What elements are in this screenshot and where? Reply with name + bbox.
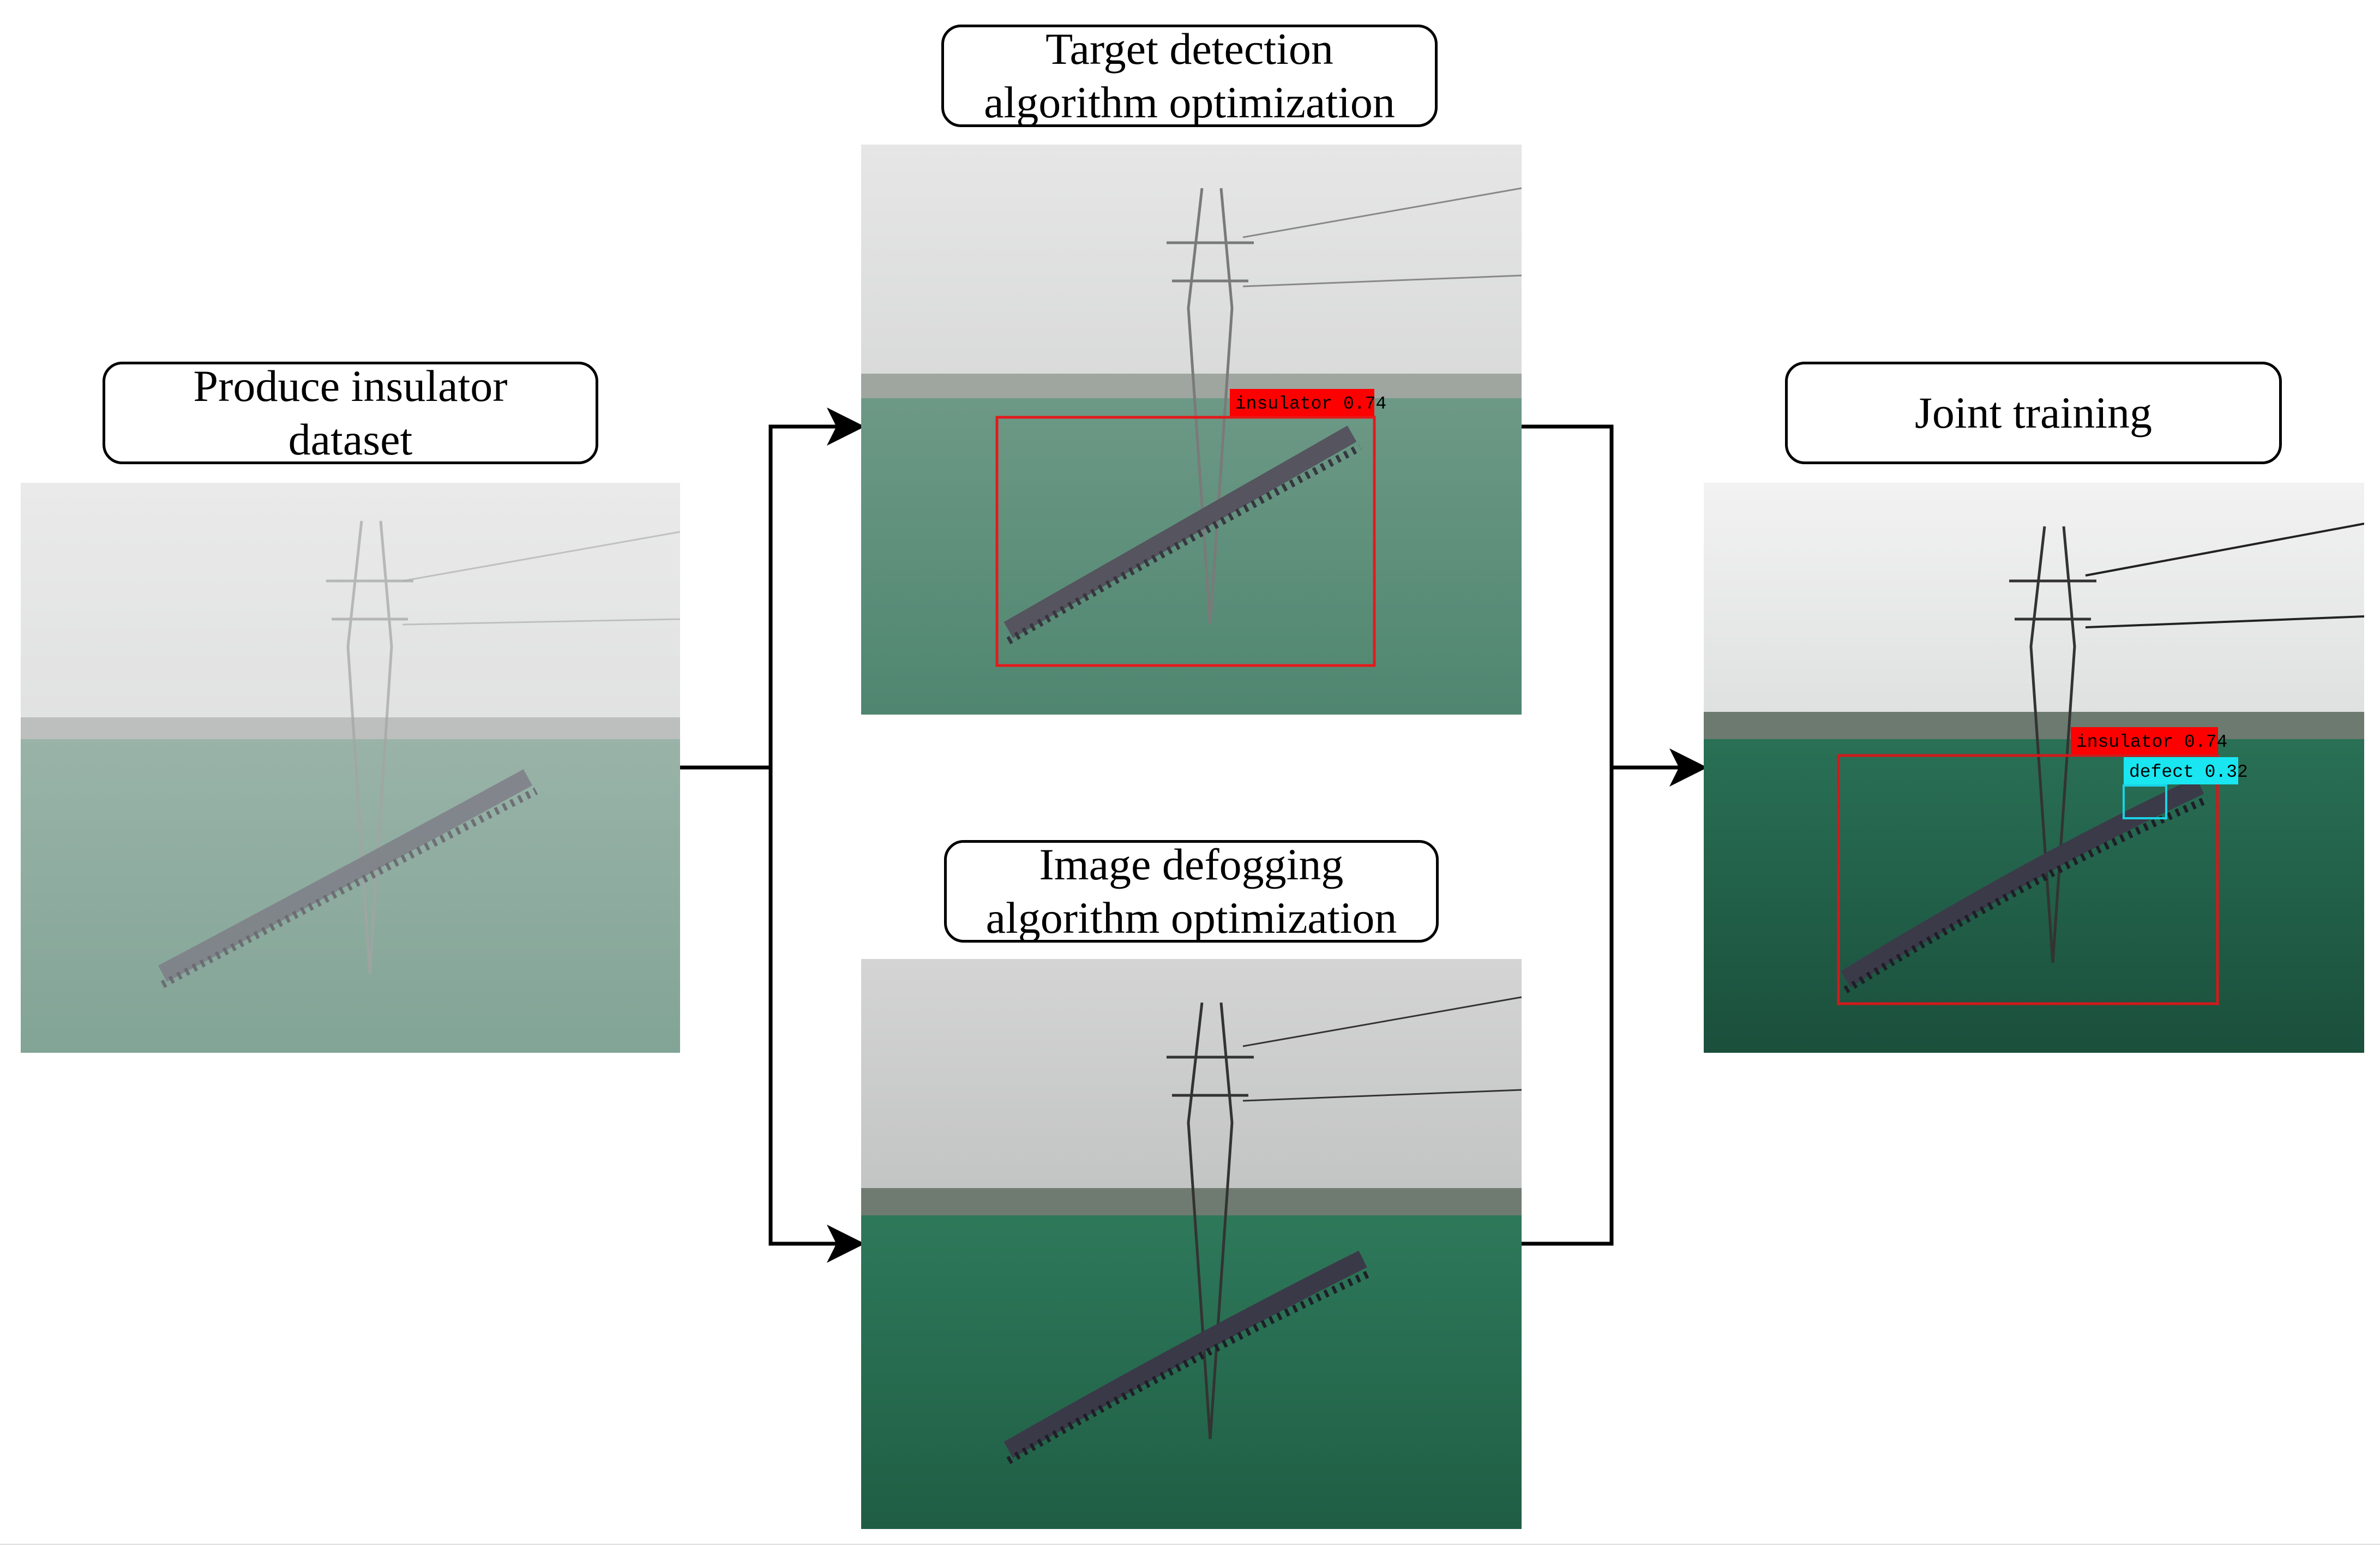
joint-label-line-1: Joint training (1914, 388, 2153, 437)
defogging-label-line-2: algorithm optimization (985, 893, 1397, 943)
joint-training-output-image: insulator 0.74 defect 0.32 (1704, 483, 2364, 1053)
defogged-output-image (861, 959, 1522, 1529)
detection-label-line-2: algorithm optimization (984, 77, 1395, 127)
step-label-dataset: Produce insulator dataset (103, 361, 598, 464)
insulator-detection-label-joint: insulator 0.74 (2076, 732, 2227, 752)
insulator-detection-box-joint (1837, 754, 2219, 1005)
dataset-label-line-2: dataset (288, 415, 413, 464)
arrow-to-detection (768, 407, 865, 767)
insulator-detection-box (995, 416, 1376, 667)
foggy-input-image (21, 483, 680, 1053)
arrow-to-defogging (768, 767, 865, 1263)
step-label-detection: Target detection algorithm optimization (941, 24, 1438, 127)
defogging-label-line-1: Image defogging (1039, 840, 1344, 889)
bottom-divider (0, 1544, 2380, 1545)
detection-output-image: insulator 0.74 (861, 145, 1522, 715)
step-label-joint: Joint training (1785, 362, 2282, 464)
detection-to-merge (1522, 424, 1614, 1246)
detection-label-line-1: Target detection (1045, 24, 1333, 74)
defect-detection-label: defect 0.32 (2129, 762, 2248, 782)
defect-detection-box (2123, 784, 2167, 819)
insulator-detection-label: insulator 0.74 (1235, 394, 1386, 414)
dataset-label-line-1: Produce insulator (193, 361, 508, 411)
step-label-defogging: Image defogging algorithm optimization (944, 840, 1439, 943)
